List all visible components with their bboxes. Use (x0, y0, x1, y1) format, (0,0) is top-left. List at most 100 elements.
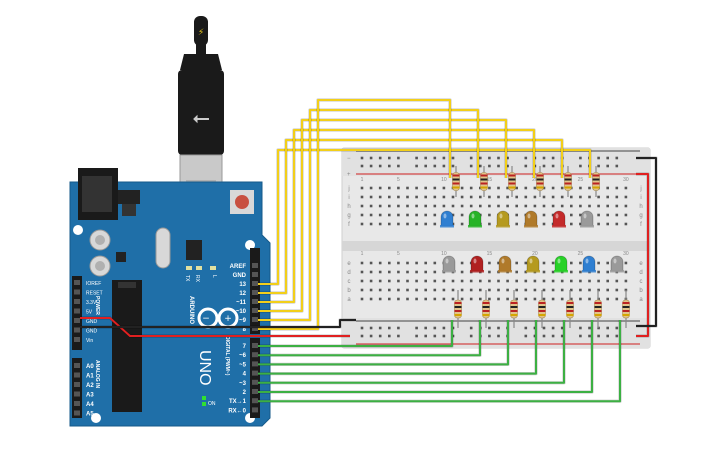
resistor[interactable] (536, 172, 544, 191)
header-pin[interactable] (74, 337, 80, 342)
row-letter: f (640, 222, 642, 228)
row-letter: h (639, 204, 642, 210)
digital-label: DIGITAL (PWM~) (224, 336, 230, 376)
resistor[interactable] (566, 299, 574, 319)
header-pin[interactable] (74, 308, 80, 314)
yellow-signal-wire[interactable] (258, 109, 479, 321)
header-pin[interactable] (74, 410, 80, 416)
header-pin[interactable] (74, 280, 80, 285)
l-label: L (211, 275, 217, 278)
header-pin[interactable] (252, 290, 258, 295)
header-pin[interactable] (252, 326, 258, 331)
led[interactable] (524, 210, 538, 228)
pin-label-reset: RESET (86, 291, 103, 297)
green-signal-wire[interactable] (258, 320, 621, 403)
header-pin[interactable] (252, 272, 258, 277)
pin-label-vin: Vin (86, 338, 93, 344)
pin-label-a3: A3 (86, 393, 94, 399)
header-pin[interactable] (74, 363, 80, 368)
resistor[interactable] (538, 299, 546, 319)
header-pin[interactable] (252, 343, 258, 348)
green-signal-wire[interactable] (258, 320, 481, 357)
column-number: 1 (361, 251, 364, 257)
pin-label-ioref: IOREF (86, 281, 101, 287)
arduino-board[interactable]: − + ARDUINO UNO TX RX L ON POWER ANALOG … (69, 168, 271, 427)
resistor[interactable] (622, 299, 630, 319)
led[interactable] (468, 210, 482, 228)
resistor[interactable] (592, 172, 600, 191)
digital-header-low (250, 338, 260, 418)
green-signal-wire[interactable] (258, 320, 453, 347)
led[interactable] (552, 210, 566, 228)
yellow-signal-wire[interactable] (258, 149, 591, 285)
header-pin[interactable] (74, 299, 80, 304)
resistor[interactable] (482, 299, 490, 319)
rail-minus-label: − (347, 156, 351, 162)
pin-label-2: ~5 (239, 362, 247, 368)
header-pin[interactable] (74, 318, 80, 323)
voltage-regulator (118, 190, 140, 204)
green-signal-wire[interactable] (258, 320, 565, 384)
header-pin[interactable] (74, 391, 80, 397)
header-pin[interactable] (74, 327, 80, 333)
resistor[interactable] (452, 172, 460, 191)
pin-label-a5: A5 (86, 412, 94, 418)
resistor[interactable] (594, 299, 602, 319)
resistor[interactable] (454, 299, 462, 319)
header-pin[interactable] (252, 317, 258, 322)
column-number: 30 (623, 177, 629, 183)
pin-label-a1: A1 (86, 374, 94, 380)
header-pin[interactable] (252, 352, 258, 358)
rail-plus-label: + (347, 172, 351, 178)
header-pin[interactable] (252, 398, 258, 404)
row-letter: a (347, 297, 351, 303)
rail-power-jumper[interactable] (636, 173, 649, 337)
green-signal-wire[interactable] (258, 320, 509, 366)
header-pin[interactable] (252, 389, 258, 394)
header-pin[interactable] (74, 382, 80, 387)
led[interactable] (498, 255, 512, 273)
led[interactable] (526, 255, 540, 273)
header-pin[interactable] (252, 299, 258, 304)
ground-wire[interactable] (80, 319, 356, 328)
header-pin[interactable] (252, 370, 258, 376)
yellow-signal-wire[interactable] (258, 99, 451, 330)
header-pin[interactable] (252, 361, 258, 367)
led[interactable] (440, 210, 454, 228)
header-pin[interactable] (252, 379, 258, 385)
column-number: 5 (397, 251, 400, 257)
yellow-signal-wire[interactable] (258, 129, 535, 303)
pin-label-6: TX→1 (229, 399, 247, 405)
analog-label: ANALOG IN (94, 360, 100, 388)
header-pin[interactable] (74, 401, 80, 406)
header-pin[interactable] (252, 308, 258, 313)
yellow-signal-wire[interactable] (258, 119, 507, 312)
column-number: 25 (578, 177, 584, 183)
pin-label-pwm-9: ~9 (239, 318, 247, 324)
led[interactable] (470, 255, 484, 273)
yellow-signal-wire[interactable] (258, 139, 563, 294)
resistor[interactable] (480, 172, 488, 191)
board-brand: ARDUINO (188, 296, 194, 324)
header-pin[interactable] (252, 281, 258, 286)
led[interactable] (582, 255, 596, 273)
led[interactable] (554, 255, 568, 273)
usb-chip (186, 240, 202, 260)
green-signal-wire[interactable] (258, 320, 593, 393)
resistor[interactable] (508, 172, 516, 191)
mounting-hole (73, 225, 83, 235)
row-letter: a (639, 297, 643, 303)
resistor[interactable] (564, 172, 572, 191)
header-pin[interactable] (74, 372, 80, 378)
header-pin[interactable] (252, 407, 258, 413)
rail-ground-jumper[interactable] (636, 157, 657, 327)
led[interactable] (580, 210, 594, 228)
green-signal-wire[interactable] (258, 320, 537, 375)
led[interactable] (610, 255, 624, 273)
led[interactable] (442, 255, 456, 273)
header-pin[interactable] (74, 289, 80, 295)
led[interactable] (496, 210, 510, 228)
header-pin[interactable] (252, 263, 258, 268)
resistor[interactable] (510, 299, 518, 319)
